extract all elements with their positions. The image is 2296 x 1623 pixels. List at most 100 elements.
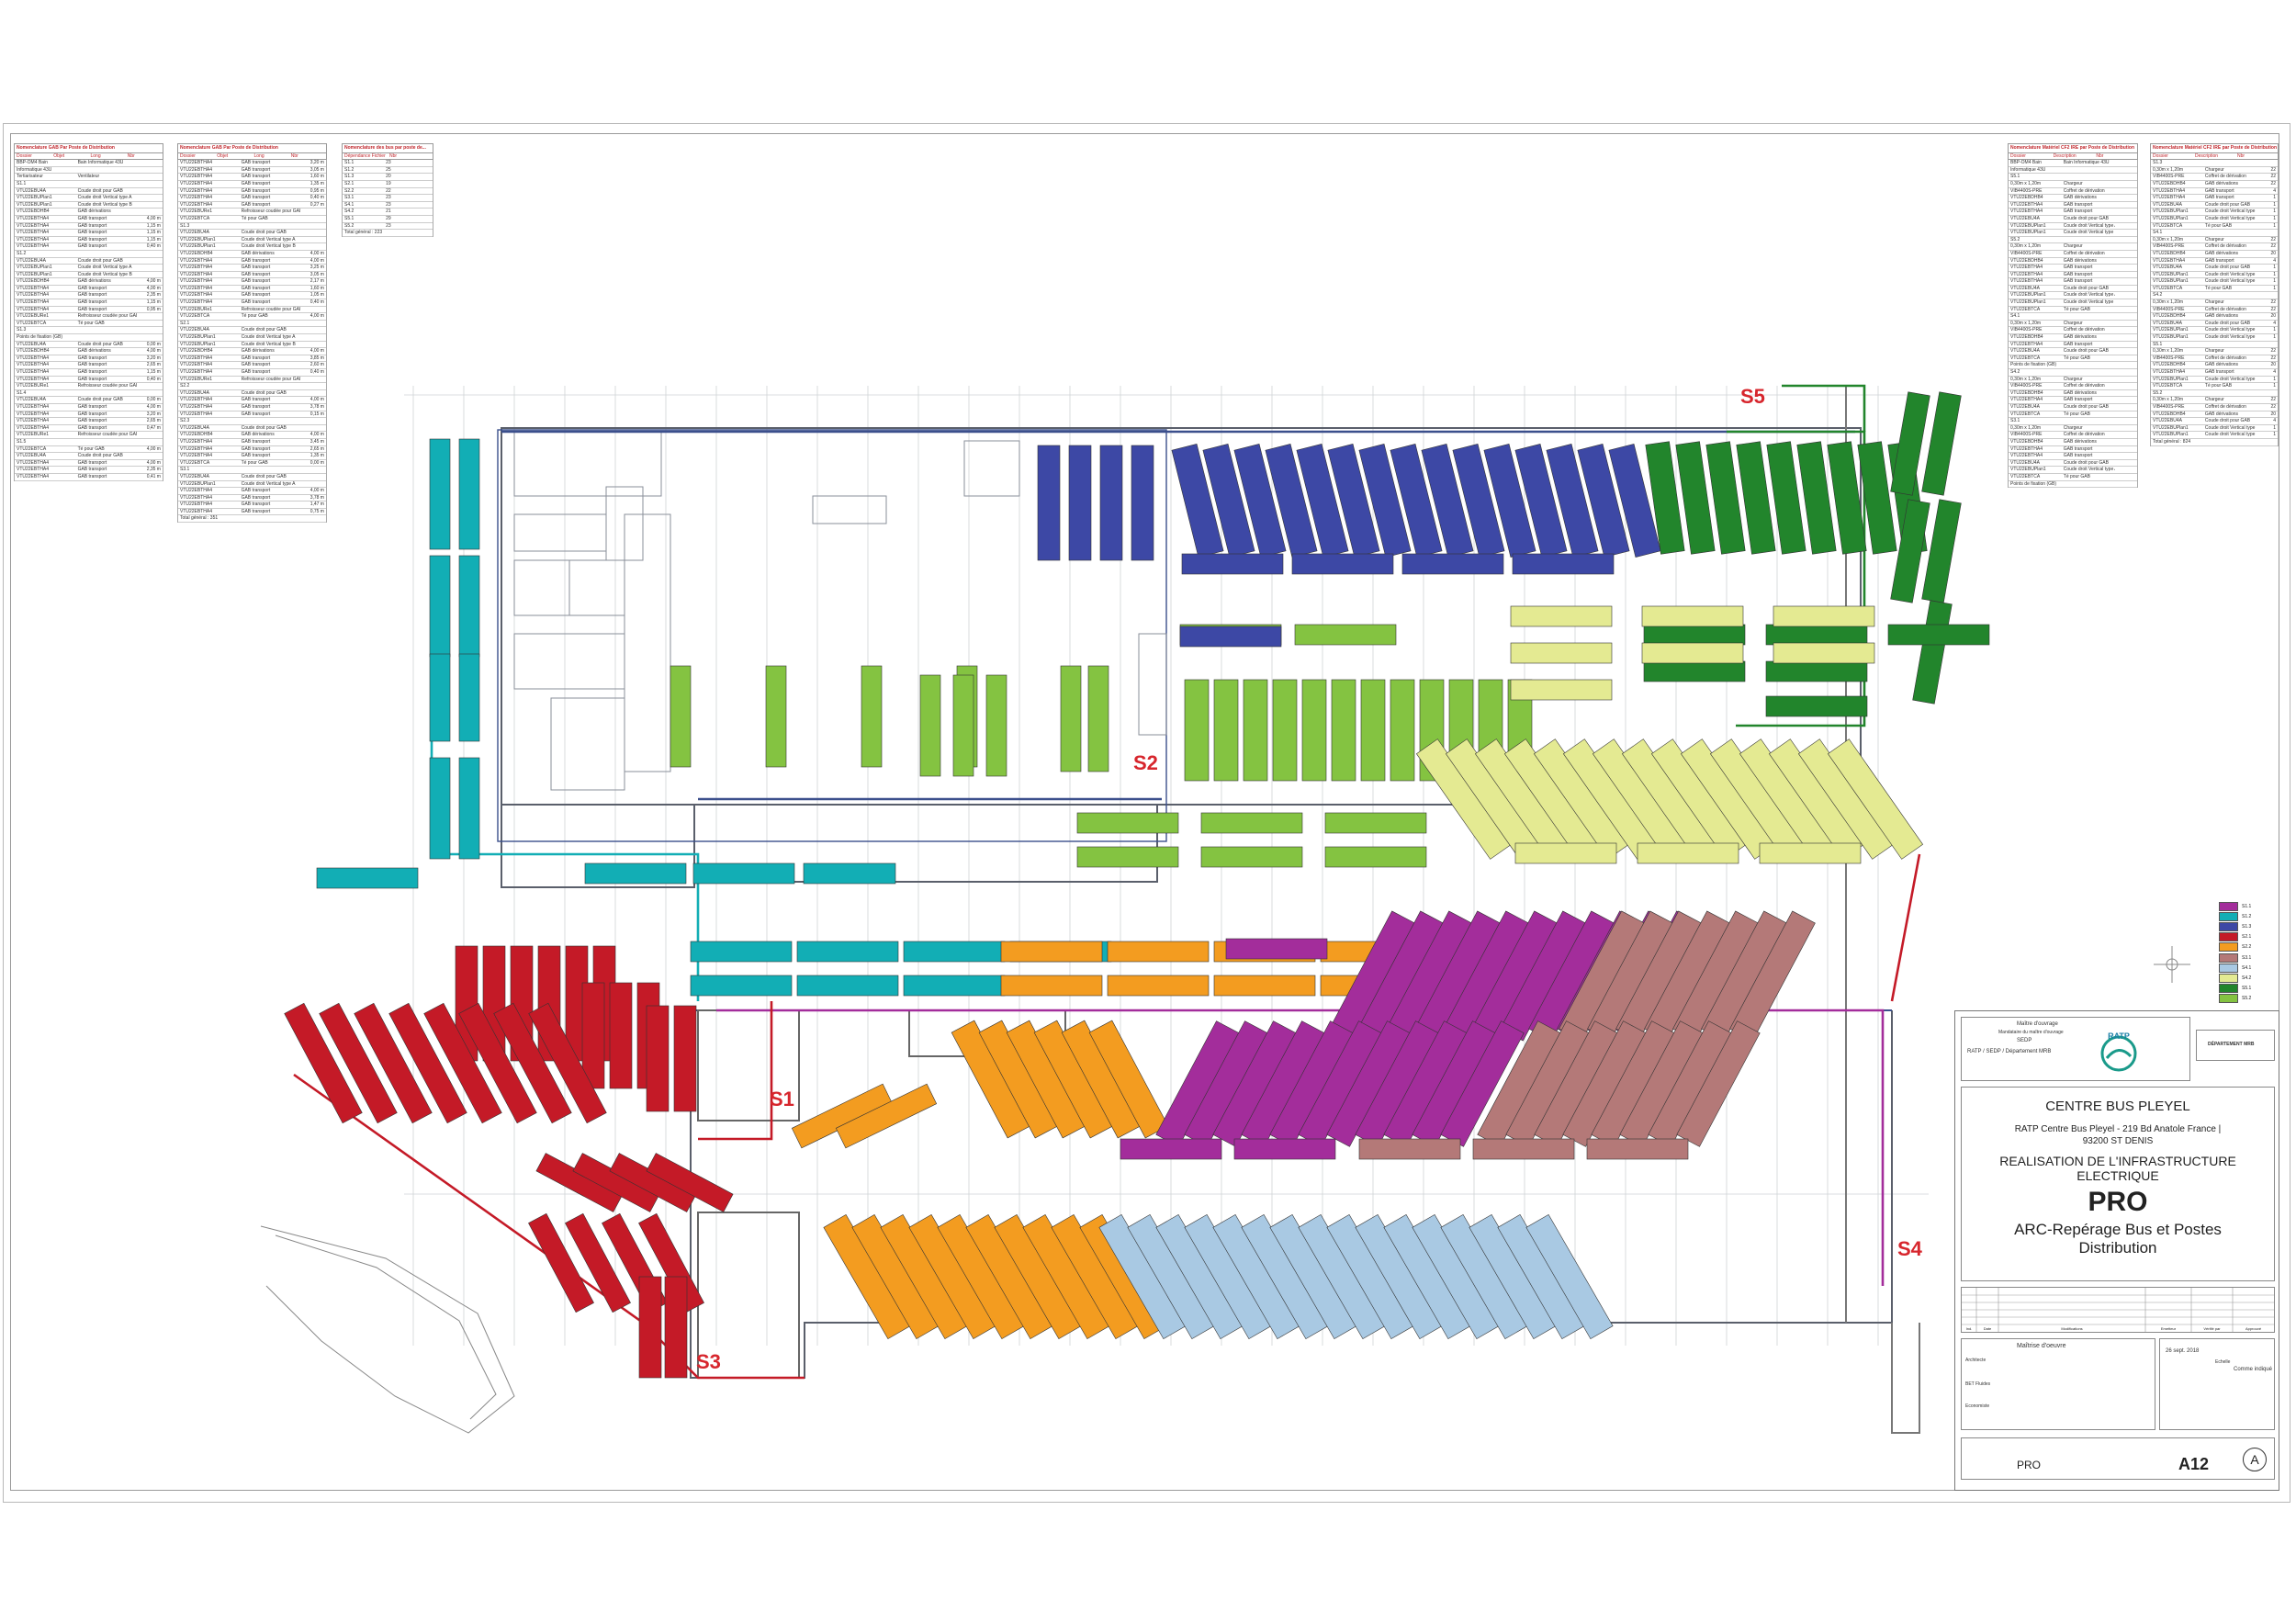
table-cell: VTU22EBUPlan1: [180, 480, 216, 487]
bus-marker: [1401, 553, 1504, 575]
bus-marker: [1000, 941, 1103, 963]
cable-route: [1890, 853, 1921, 1002]
table-cell: GAB transport: [2063, 453, 2093, 459]
bus-marker: [1107, 975, 1210, 997]
table-cell: GAB transport: [241, 355, 271, 361]
table-cell: VTU22EBU4A: [180, 473, 209, 479]
table-cell: S1.3: [17, 327, 27, 333]
table-cell: VTU22EBDHB4: [180, 250, 213, 256]
table-cell: VTU22EBTHA4: [180, 411, 213, 417]
bus-marker: [1213, 679, 1239, 782]
table-cell: VTU22EBTHA4: [17, 403, 50, 410]
table-cell: 4,00 m: [310, 488, 324, 494]
table-cell: Coffret de dérivation: [2063, 432, 2105, 438]
table-cell: VTU22EBDHB4: [2153, 250, 2186, 256]
bus-marker: [1705, 441, 1746, 555]
table-cell: GAB transport: [241, 285, 271, 291]
table-cell: VTU22EBTCA: [2153, 222, 2183, 229]
table-cell: GAB dérivations: [2204, 250, 2239, 256]
table-cell: 22: [2270, 236, 2276, 242]
table-cell: VTU22EBTHA4: [17, 299, 50, 306]
table-cell: 23: [386, 222, 391, 229]
table-cell: VTU22EBTHA4: [2010, 453, 2043, 459]
table-cell: 0,30m x 1,20m: [2010, 424, 2042, 431]
bus-marker: [1088, 1020, 1169, 1139]
table-cell: Total général : 351: [180, 515, 219, 522]
table-cell: Bain Informatique 43U: [77, 160, 124, 166]
table-cell: VTU22EBUPlan1: [2010, 292, 2046, 299]
table-cell: Coude droit pour GAB: [2063, 215, 2109, 221]
table-cell: 4: [2273, 418, 2276, 424]
table-cell: GAB transport: [77, 459, 107, 466]
echelle-label: Echelle: [2215, 1359, 2231, 1365]
table-cell: VTU22EBTHA4: [2010, 209, 2043, 215]
table-cell: VTU22EBTHA4: [2010, 278, 2043, 285]
table-cell: Chargeur: [2204, 397, 2224, 403]
table-cell: Coude droit pour GAB: [77, 341, 123, 347]
table-cell: GAB transport: [241, 257, 271, 264]
table-cell: GAB transport: [2063, 209, 2093, 215]
table-header-cell: Nbr: [389, 152, 398, 159]
table-cell: Total général : 223: [344, 230, 383, 236]
sheet-title-2: Distribution: [2078, 1239, 2157, 1257]
bus-marker: [1637, 842, 1739, 864]
project-box: CENTRE BUS PLEYEL RATP Centre Bus Pleyel…: [1961, 1087, 2275, 1281]
table-cell: GAB dérivations: [77, 348, 111, 355]
table-cell: Coude droit Vertical type A: [2204, 424, 2256, 431]
table-cell: GAB dérivations: [2204, 313, 2239, 320]
bus-marker: [1577, 444, 1630, 558]
table-cell: VTU22EBU4A: [17, 257, 46, 264]
table-row: S2.1: [178, 321, 326, 328]
table-cell: GAB transport: [77, 292, 107, 299]
table-cell: 23: [386, 195, 391, 201]
table-cell: 20: [2270, 411, 2276, 417]
bus-marker: [1213, 975, 1316, 997]
table-cell: 2,65 m: [146, 418, 161, 424]
table-cell: GAB transport: [241, 494, 271, 501]
table-cell: Coude droit Vertical type A: [241, 480, 296, 487]
table-row: S1.3: [2151, 160, 2278, 167]
table-row: VTU22EBTHA4 GAB transport: [2009, 453, 2137, 460]
bet-fluides: BET Fluides: [1965, 1381, 1991, 1387]
table-cell: S5.1: [2153, 341, 2163, 347]
table-cell: 1: [2273, 278, 2276, 285]
table-cell: Informatique 43U: [2010, 166, 2046, 173]
table-cell: GAB transport: [241, 187, 271, 194]
table-cell: VIB4400S-PRE: [2010, 187, 2043, 194]
table-cell: VTU22EBTHA4: [2010, 397, 2043, 403]
table-cell: VTU22EBU4A: [17, 341, 46, 347]
table-cell: GAB transport: [77, 215, 107, 221]
bus-marker: [1184, 679, 1210, 782]
table-cell: 0,30m x 1,20m: [2010, 180, 2042, 186]
table-cell: GAB transport: [241, 502, 271, 508]
legend-item: S3.1: [2219, 952, 2251, 963]
legend-swatch: [2219, 921, 2238, 931]
table-cell: GAB transport: [77, 285, 107, 291]
bus-marker: [458, 1002, 537, 1124]
table-cell: Coffret de dérivation: [2204, 306, 2246, 312]
table-cell: 22: [2270, 403, 2276, 410]
cable-route: [698, 1001, 773, 1141]
legend-swatch: [2219, 952, 2238, 963]
footer-box: PRO A12 A: [1961, 1437, 2275, 1480]
table-cell: VTU22EBTHA4: [17, 362, 50, 368]
indice-badge: A: [2243, 1448, 2267, 1471]
